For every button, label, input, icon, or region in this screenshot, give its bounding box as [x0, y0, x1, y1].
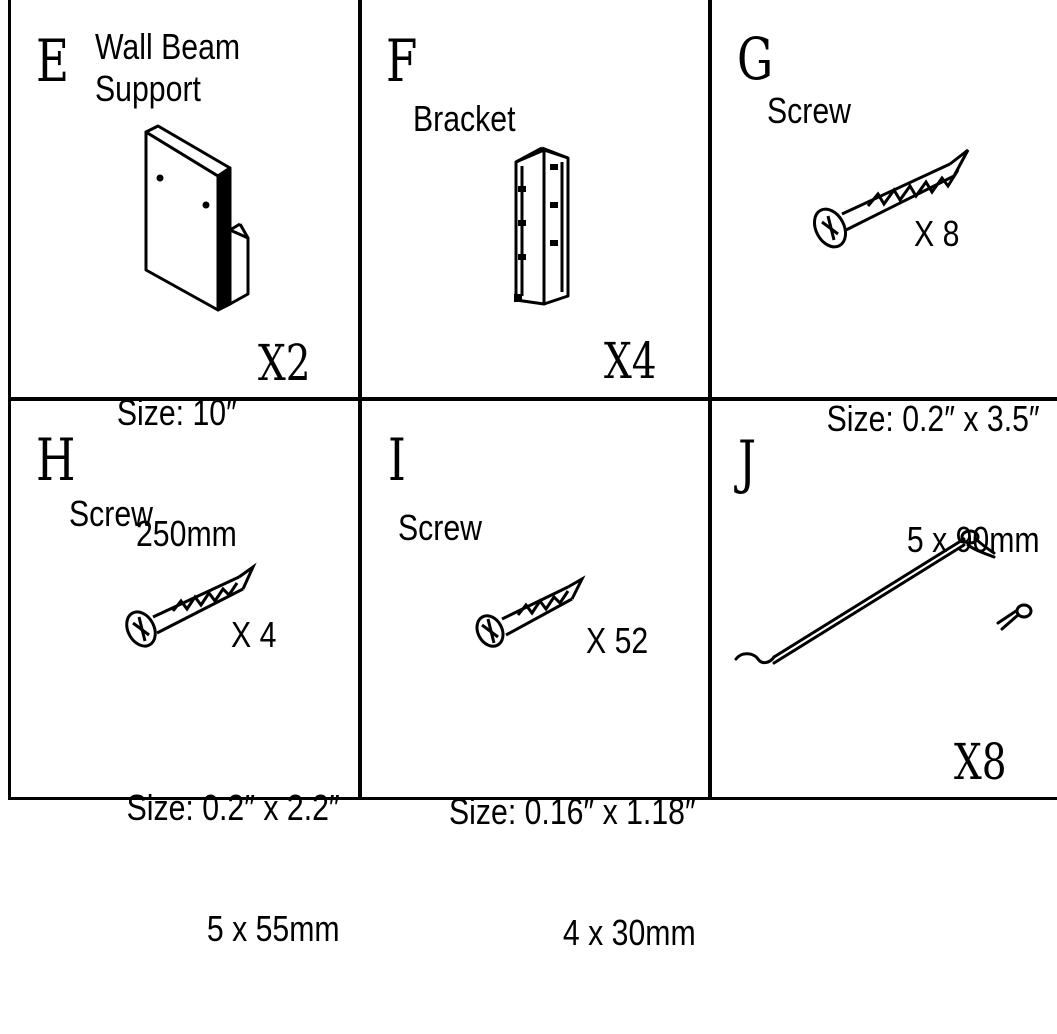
size-imperial: Size: 10″	[117, 391, 237, 433]
size-imperial: Size: 0.2″ x 3.5″	[826, 397, 1040, 439]
part-letter: I	[388, 426, 406, 494]
screw-drawing	[812, 148, 970, 249]
part-cell-e: E Wall Beam Support Size: 10″ 250mm X2	[11, 0, 358, 553]
part-size: Size: 0.2″ x 3.5″ 5 x 90mm	[827, 318, 1040, 641]
divider-horizontal	[8, 397, 1057, 401]
size-imperial: Size: 0.16″ x 1.18″	[449, 790, 696, 832]
part-cell-i: I Screw X 52 Size: 0.16″ x 1.18″ 4 x 30m…	[362, 401, 708, 952]
part-cell-g: G Screw X 8 Size: 0.2″ x 3.5″ 5 x 90mm	[712, 0, 1057, 559]
part-quantity: X 52	[586, 620, 649, 661]
part-name: Screw	[398, 507, 483, 548]
part-cell-f: F Bracket X4	[362, 0, 708, 397]
size-imperial: Size: 0.2″ x 2.2″	[126, 786, 340, 828]
size-metric: 5 x 90mm	[907, 518, 1040, 560]
part-name: Wall Beam Support	[95, 26, 241, 110]
part-name: Screw	[69, 493, 154, 534]
parts-list-sheet: E Wall Beam Support Size: 10″ 250mm X2 F…	[8, 0, 1057, 952]
part-quantity: X8	[954, 733, 1007, 791]
wall-beam-support-drawing	[144, 124, 250, 312]
hook-and-eye-drawing	[734, 529, 1033, 665]
screw-drawing	[125, 562, 257, 648]
part-name: Screw	[767, 90, 852, 131]
size-metric: 250mm	[136, 512, 237, 554]
part-size: Size: 10″ 250mm	[117, 312, 237, 635]
part-quantity: X2	[258, 334, 311, 392]
part-cell-j: J X8	[712, 401, 1057, 797]
part-name: Bracket	[413, 98, 516, 139]
part-quantity: X 4	[231, 614, 277, 655]
part-size: Size: 0.16″ x 1.18″ 4 x 30mm	[449, 711, 696, 1034]
screw-drawing	[475, 575, 586, 648]
part-letter: J	[738, 428, 757, 496]
part-letter: E	[36, 27, 70, 95]
part-quantity: X4	[604, 332, 657, 390]
part-quantity: X 8	[914, 213, 960, 254]
part-letter: G	[737, 25, 774, 93]
size-metric: 4 x 30mm	[563, 911, 696, 953]
border-bottom	[8, 797, 1057, 800]
part-letter: H	[36, 426, 76, 494]
bracket-drawing	[514, 146, 570, 306]
part-size: Size: 0.2″ x 2.2″ 5 x 55mm	[127, 707, 340, 1030]
size-metric: 5 x 55mm	[207, 907, 340, 949]
part-letter: F	[386, 27, 418, 95]
part-cell-h: H Screw X 4 Size: 0.2″ x 2.2″ 5 x 55mm	[11, 401, 358, 948]
